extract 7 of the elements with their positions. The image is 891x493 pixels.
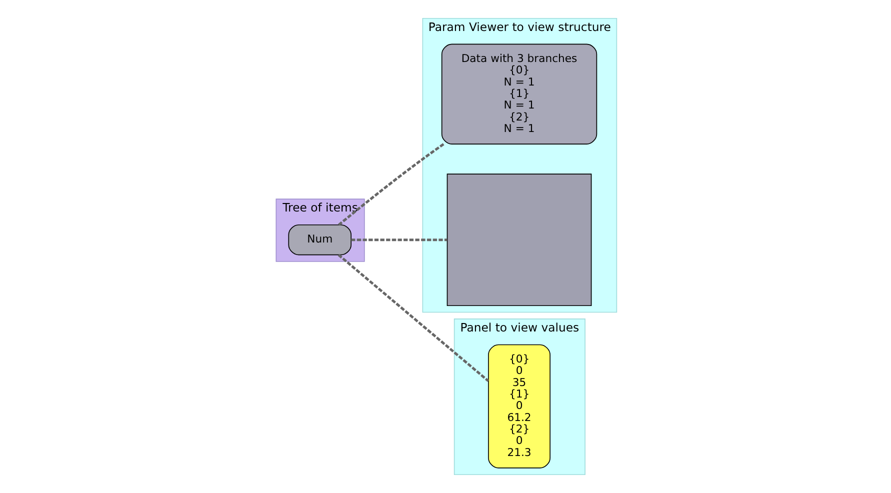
connector	[337, 254, 489, 382]
connector	[338, 143, 444, 226]
node-box: Num	[288, 224, 351, 256]
connector	[350, 238, 447, 242]
node-box: {0} 0 35 {1} 0 61.2 {2} 0 21.3	[488, 344, 550, 468]
node-box: Data with 3 branches {0} N = 1 {1} N = 1 {2} N = 1	[440, 44, 597, 145]
node-box	[446, 174, 592, 306]
